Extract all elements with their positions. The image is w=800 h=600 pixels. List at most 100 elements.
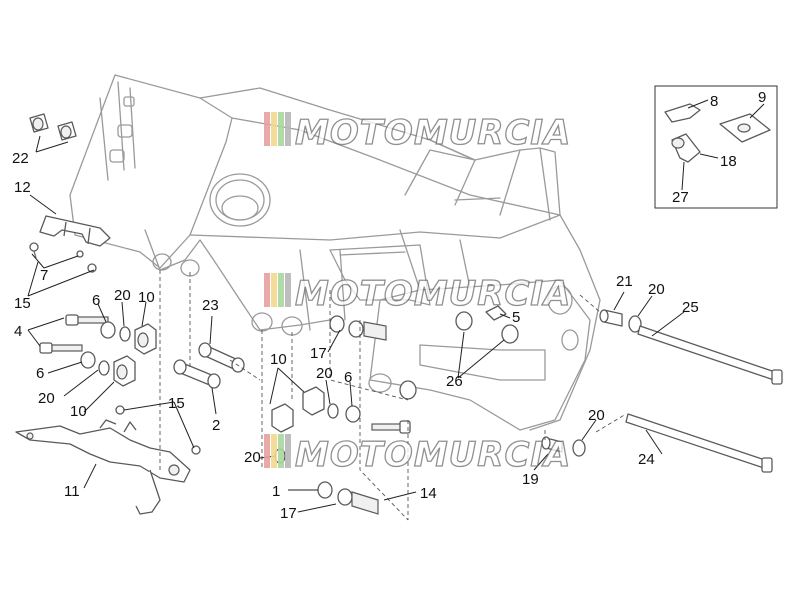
screw-7-b [76,250,84,258]
bushing-10-a [134,323,157,355]
callout-9: 9 [758,89,766,106]
bolt-4-b [39,342,83,354]
bushing-26-b [501,324,519,344]
bushing-26-a [455,311,473,331]
stud-upper [363,321,387,341]
callout-4: 4 [14,323,22,340]
watermark-stripe [271,434,277,468]
watermark-stripe [285,112,291,146]
nut-6-b [80,351,96,369]
callout-6-left-lower: 6 [36,365,44,382]
axle-24 [625,413,773,473]
callout-12: 12 [14,179,31,196]
callout-24: 24 [638,451,655,468]
callout-10-centre: 10 [270,351,287,368]
spacer-17-a [329,315,345,333]
spacer-21 [599,309,623,327]
watermark-stripe [264,112,270,146]
washer-20-b [98,360,110,376]
callout-23: 23 [202,297,219,314]
callout-11: 11 [64,483,80,500]
inset-panel [654,85,778,209]
spacer-23 [198,342,245,373]
clip-22-b [57,121,77,141]
washer-20-c [327,403,339,419]
spacer-19 [541,436,563,453]
bracket-12 [39,215,111,247]
nut-17-b [337,488,353,506]
clip-22-a [29,113,49,133]
callout-15-upper: 15 [14,295,31,312]
callout-27: 27 [672,189,689,206]
plate-9 [719,113,771,143]
callout-14: 14 [420,485,437,502]
watermark-stripe [278,273,284,307]
callout-26: 26 [446,373,463,390]
watermark-stripe [264,434,270,468]
callout-19: 19 [522,471,539,488]
callout-6-left-upper: 6 [92,292,100,309]
watermark-stripe [278,434,284,468]
axle-25 [637,325,783,385]
nut-6-c [345,405,361,423]
stud-14 [351,491,379,515]
bolt-4-a [65,314,109,326]
watermark-stripe [271,112,277,146]
callout-8: 8 [710,93,718,110]
washer-20-e [628,315,642,333]
callout-20-left-upper: 20 [114,287,131,304]
washer-20-f [572,439,586,457]
callout-21: 21 [616,273,633,290]
bracket-11 [15,419,191,515]
spacer-2 [173,359,221,389]
callout-5: 5 [512,309,520,326]
watermark-stripe [285,434,291,468]
watermark-middle: MOTOMURCIA [264,273,571,315]
clip-5 [485,305,507,321]
callout-18: 18 [720,153,737,170]
callout-22: 22 [12,150,29,167]
watermark-text: MOTOMURCIA [295,274,571,314]
callout-labels: 22 12 7 15 4 6 20 10 6 20 10 15 11 23 2 … [12,89,766,522]
callout-25: 25 [682,299,699,316]
callout-6-centre: 6 [344,369,352,386]
bushing-10-c [271,403,294,433]
watermark-top: MOTOMURCIA [264,112,571,154]
callout-20-centre: 20 [316,365,333,382]
watermark-text: MOTOMURCIA [295,435,571,475]
watermark-bottom: MOTOMURCIA [264,434,571,476]
screw-7-a [29,242,39,259]
callout-20-right-lower: 20 [588,407,605,424]
callout-20-left-lower: 20 [38,390,55,407]
watermark-stripe [278,112,284,146]
watermark-stripe [264,273,270,307]
callout-17-upper: 17 [310,345,327,362]
bushing-26-c [399,380,417,400]
callout-17-lower: 17 [280,505,297,522]
nut-17-a [348,320,364,338]
callout-20-right-upper: 20 [648,281,665,298]
callout-10-left-upper: 10 [138,289,155,306]
screw-15-b [115,405,125,415]
nut-6-a [100,321,116,339]
clip-8 [664,103,701,123]
washer-20-a [119,326,131,342]
callout-1: 1 [272,483,280,500]
assembly-lines [159,270,627,521]
callout-7: 7 [40,267,48,284]
bolt-centre [371,420,411,434]
main-frame [69,74,601,431]
bushing-10-d [302,386,325,416]
watermark-stripe [271,273,277,307]
bushing-10-b [113,355,136,387]
callout-10-left-lower: 10 [70,403,87,420]
spacer-1 [317,481,333,499]
watermark-stripe [285,273,291,307]
nut-27 [671,133,701,163]
callout-20-centre-lower: 20 [244,449,261,466]
callout-2: 2 [212,417,220,434]
callout-15-lower: 15 [168,395,185,412]
leader-lines [27,99,765,513]
watermark-text: MOTOMURCIA [295,113,571,153]
